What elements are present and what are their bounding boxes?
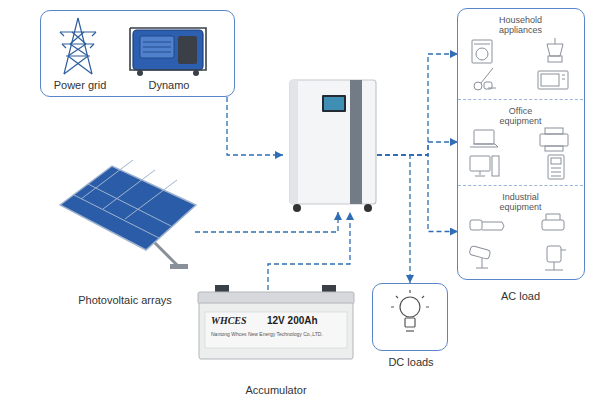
office-icons-part <box>545 146 563 151</box>
power-tower-icon-part <box>64 18 92 74</box>
flow-arrow <box>268 212 350 290</box>
inverter-cabinet <box>283 78 377 212</box>
appliance-icons-part <box>472 40 492 63</box>
brand-mark: WHCES <box>211 315 263 327</box>
office-icons-part <box>545 128 563 134</box>
source-group: Power grid Dynamo <box>40 10 235 97</box>
maker-line: Nantong Whces New Energy Technology Co.,… <box>211 331 351 337</box>
office-icons-part <box>548 155 564 179</box>
inverter-cabinet-icon-part <box>293 204 301 212</box>
industrial-icons-part <box>545 250 566 270</box>
appliance-icons-part <box>538 71 568 89</box>
battery-icon-part <box>199 303 353 359</box>
solar-panel-icon-part <box>95 166 112 170</box>
generator-icon-part <box>137 70 143 76</box>
inverter-cabinet-icon-part <box>290 80 298 204</box>
pv-label: Photovoltaic arrays <box>50 294 200 307</box>
battery: WHCES 12V 200AhNantong Whces New Energy T… <box>195 290 357 398</box>
appliance-icons-part <box>474 82 482 90</box>
battery-label: Accumulator <box>195 384 357 397</box>
power-tower-icon <box>60 18 96 74</box>
pv-array: Photovoltaic arrays <box>50 160 200 310</box>
power-tower-icon-part <box>60 32 96 56</box>
flow-arrow <box>377 155 458 232</box>
household-section: Household appliances <box>458 9 583 99</box>
office-icons-part <box>492 156 499 176</box>
flow-arrow <box>195 212 338 232</box>
battery-icon <box>198 285 354 359</box>
source-label: Dynamo <box>139 79 199 92</box>
office-icons-part <box>551 168 561 176</box>
solar-panel-icon-part <box>60 166 196 250</box>
section-title: Household appliances <box>490 15 551 35</box>
appliance-icons-part <box>547 44 563 56</box>
generator-icon <box>130 28 206 76</box>
flow-arrow <box>377 54 458 155</box>
flow-arrow <box>377 155 410 283</box>
section-title: Industrial equipment <box>490 192 551 212</box>
solar-panel-icon-part <box>74 160 177 238</box>
battery-rating: 12V 200Ah <box>267 315 347 327</box>
industrial-icons-part <box>482 222 504 230</box>
appliance-icons-part <box>541 74 559 86</box>
flow-arrow <box>377 142 458 155</box>
generator-icon-part <box>193 70 199 76</box>
section-title: Office equipment <box>490 106 551 126</box>
solar-panel-icon-part <box>170 264 188 269</box>
bulb-icon-part <box>405 318 415 327</box>
office-section: Office equipment <box>458 99 583 185</box>
inverter-cabinet-icon-part <box>290 80 376 204</box>
generator-icon-part <box>130 28 206 70</box>
appliance-icons-part <box>481 68 496 88</box>
office-icons-part <box>474 130 494 144</box>
industrial-icons-part <box>542 220 564 230</box>
office-icons-part <box>470 144 498 147</box>
industrial-icons-part <box>476 258 488 268</box>
industrial-icons-part <box>470 220 482 230</box>
dc-load-box: DC loads <box>372 283 448 351</box>
generator-icon-part <box>143 42 171 52</box>
inverter-cabinet-icon-part <box>324 97 344 110</box>
industrial-icons <box>469 214 566 270</box>
dc-label: DC loads <box>363 356 459 369</box>
industrial-icons-part <box>547 246 561 262</box>
generator-icon-part <box>133 30 203 70</box>
bulb-icon-part <box>406 330 414 331</box>
bulb-icon-part <box>391 290 429 307</box>
bulb-icon-part <box>400 297 420 317</box>
office-icons <box>470 128 568 179</box>
inverter-cabinet-icon-part <box>322 95 346 112</box>
appliance-icons <box>472 38 568 90</box>
appliance-icons-part <box>474 44 490 45</box>
industrial-icons-part <box>546 214 560 220</box>
appliance-icons-part <box>548 56 562 62</box>
appliance-icons-part <box>476 48 488 60</box>
office-icons-part <box>540 134 568 146</box>
source-label: Power grid <box>41 79 119 92</box>
industrial-icons-part <box>469 246 491 260</box>
battery-icon-part <box>205 312 347 348</box>
office-icons-part <box>551 158 561 164</box>
flow-arrow <box>227 97 283 155</box>
generator-icon-part <box>178 36 197 64</box>
appliance-icons-part <box>484 82 492 89</box>
inverter-cabinet-icon <box>290 80 376 212</box>
bulb-icon <box>391 290 429 331</box>
industrial-section: Industrial equipment <box>458 185 583 278</box>
office-icons-part <box>470 156 490 171</box>
office-icons-part <box>475 171 485 176</box>
appliance-icons-part <box>562 75 565 79</box>
appliance-icons-part <box>555 38 556 44</box>
inverter-cabinet-icon-part <box>364 204 372 212</box>
power-tower-icon-part <box>64 32 92 74</box>
inverter-cabinet-icon-part <box>350 80 362 204</box>
solar-panel-icon <box>60 160 196 269</box>
panel-label: AC load <box>458 290 583 303</box>
generator-icon-part <box>140 36 174 58</box>
power-tower-icon-part <box>60 32 96 48</box>
ac-load-panel: AC loadHousehold appliancesOffice equipm… <box>457 8 585 280</box>
battery-icon-part <box>198 292 354 304</box>
